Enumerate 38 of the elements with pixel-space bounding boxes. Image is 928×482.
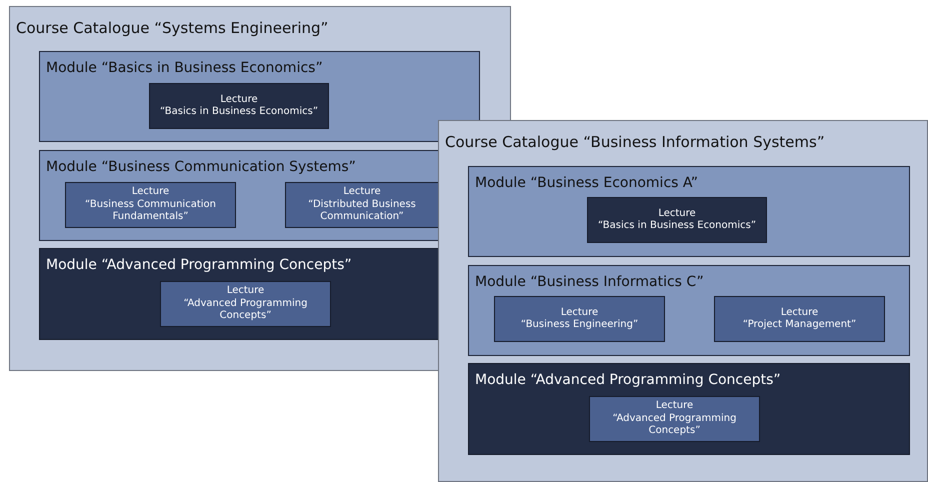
lecture-title: “Business Communication Fundamentals” [84, 198, 217, 224]
lecture-heading: Lecture [226, 285, 264, 298]
lecture-box [589, 396, 760, 442]
module-box [468, 265, 910, 356]
lecture-heading: Lecture [658, 208, 696, 220]
module-box [468, 166, 910, 257]
lecture-title: “Advanced Programming Concepts” [182, 298, 308, 323]
catalogue-title: Course Catalogue “Business Information Systems” [445, 133, 825, 151]
lecture-heading: Lecture [560, 306, 598, 319]
module-title: Module “Business Communication Systems” [46, 159, 356, 175]
lecture-heading: Lecture [780, 306, 818, 319]
lecture-title: “Advanced Programming Concepts” [612, 412, 738, 438]
catalogue-title: Course Catalogue “Systems Engineering” [16, 19, 328, 37]
lecture-box [714, 296, 885, 342]
lecture-title: “Basics in Business Economics” [598, 220, 756, 232]
module-title: Module “Advanced Programming Concepts” [475, 372, 781, 388]
lecture-box [494, 296, 665, 342]
module-box [39, 248, 438, 340]
lecture-title: “Business Engineering” [520, 319, 638, 332]
lecture-box [149, 83, 329, 129]
lecture-title: “Distributed Business Communication” [307, 198, 417, 224]
lecture-heading: Lecture [220, 94, 258, 106]
module-box [468, 363, 910, 455]
module-title: Module “Basics in Business Economics” [46, 60, 323, 76]
lecture-heading: Lecture [343, 186, 381, 199]
module-title: Module “Business Economics A” [475, 175, 698, 191]
module-box [39, 150, 438, 241]
catalogue-panel [438, 120, 928, 482]
lecture-heading: Lecture [132, 186, 170, 199]
lecture-title: “Basics in Business Economics” [160, 106, 318, 118]
lecture-title: “Project Management” [742, 319, 856, 332]
lecture-box [587, 197, 767, 243]
module-title: Module “Advanced Programming Concepts” [46, 257, 352, 273]
lecture-box [65, 182, 236, 228]
lecture-box [285, 182, 438, 228]
module-title: Module “Business Informatics C” [475, 274, 704, 290]
lecture-box [160, 281, 331, 327]
lecture-heading: Lecture [656, 400, 694, 413]
